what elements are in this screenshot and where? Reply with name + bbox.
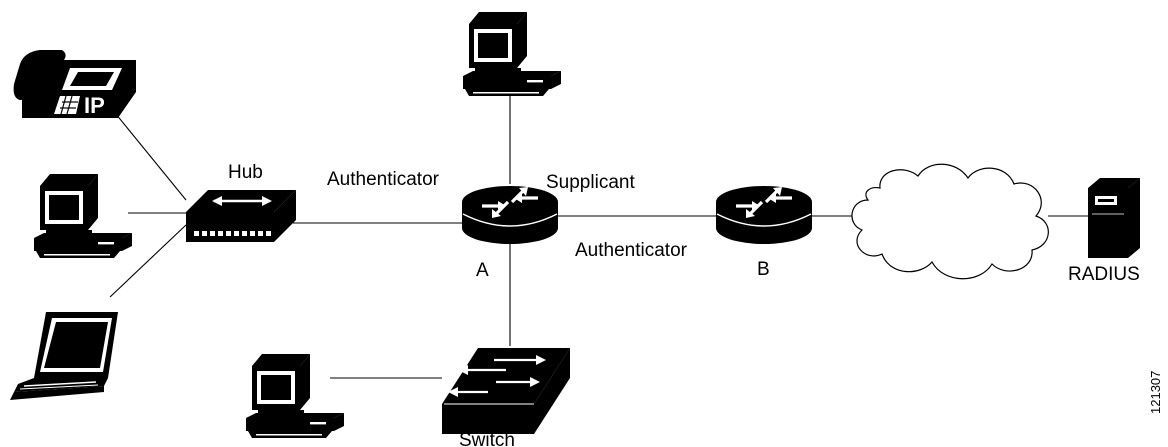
ip-phone-icon: IP — [13, 50, 136, 118]
authenticator-label-a: Authenticator — [327, 169, 440, 190]
router-a-label: A — [476, 260, 489, 281]
supplicant-label: Supplicant — [546, 172, 635, 193]
switch-icon — [442, 348, 570, 434]
router-b-label: B — [757, 259, 770, 280]
connections — [97, 91, 1088, 379]
router-icon — [460, 184, 560, 246]
desktop-computer-icon — [34, 174, 132, 258]
hub-icon — [186, 190, 296, 242]
hub-label: Hub — [228, 162, 263, 183]
desktop-computer-icon — [246, 354, 344, 438]
server-icon — [1088, 178, 1140, 258]
authenticator-label-b: Authenticator — [575, 240, 688, 261]
ip-phone-text: IP — [84, 93, 105, 118]
radius-label: RADIUS — [1068, 264, 1140, 285]
router-icon — [714, 184, 814, 246]
switch-label: Switch — [459, 430, 515, 447]
figure-id-label: 121307 — [1148, 371, 1163, 414]
laptop-icon — [10, 312, 118, 400]
desktop-computer-icon — [463, 12, 561, 96]
cloud-icon — [851, 163, 1049, 280]
